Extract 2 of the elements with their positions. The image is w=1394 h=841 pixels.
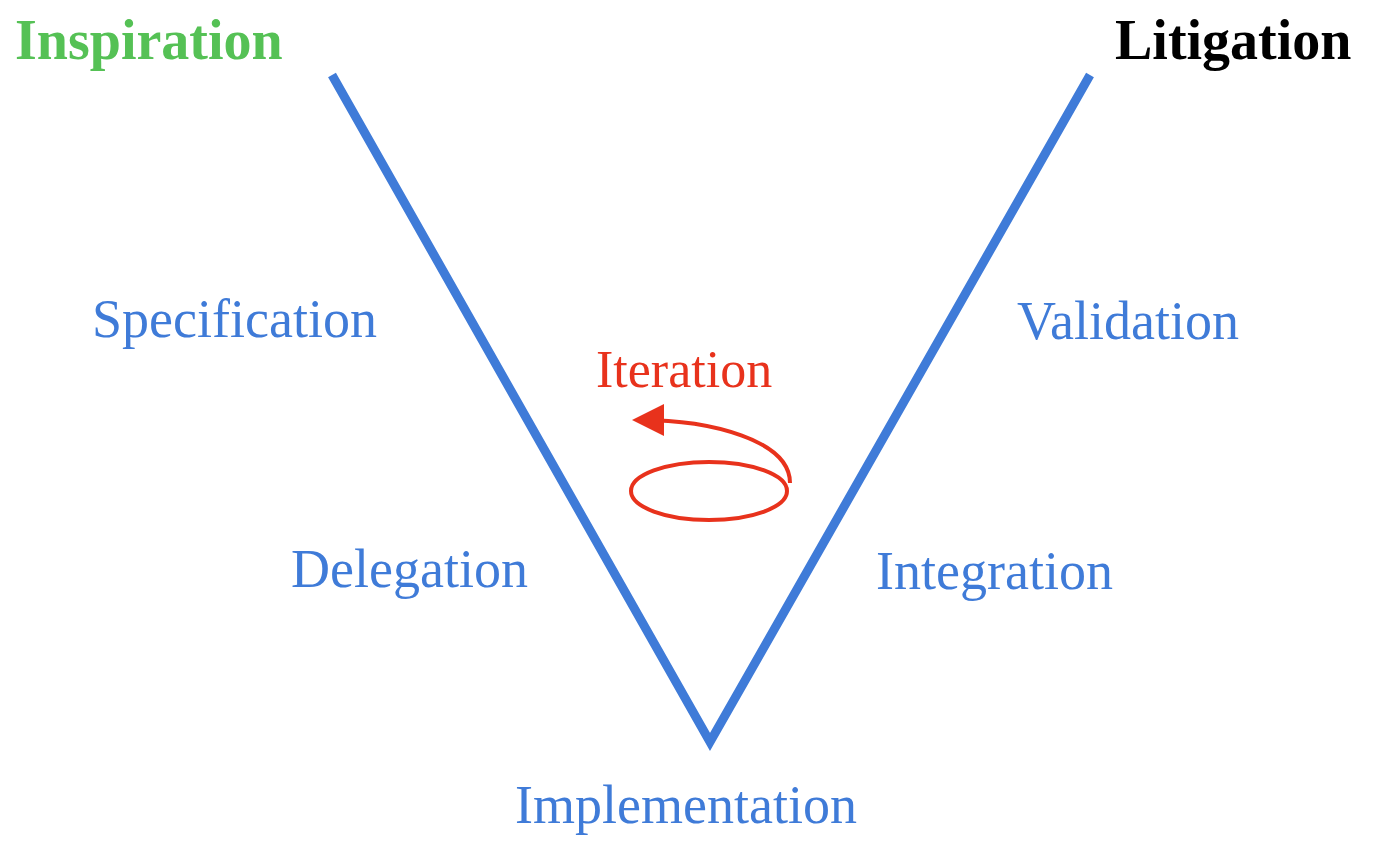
phase-label: Iteration <box>596 344 773 396</box>
phase-label: Validation <box>1017 294 1239 348</box>
